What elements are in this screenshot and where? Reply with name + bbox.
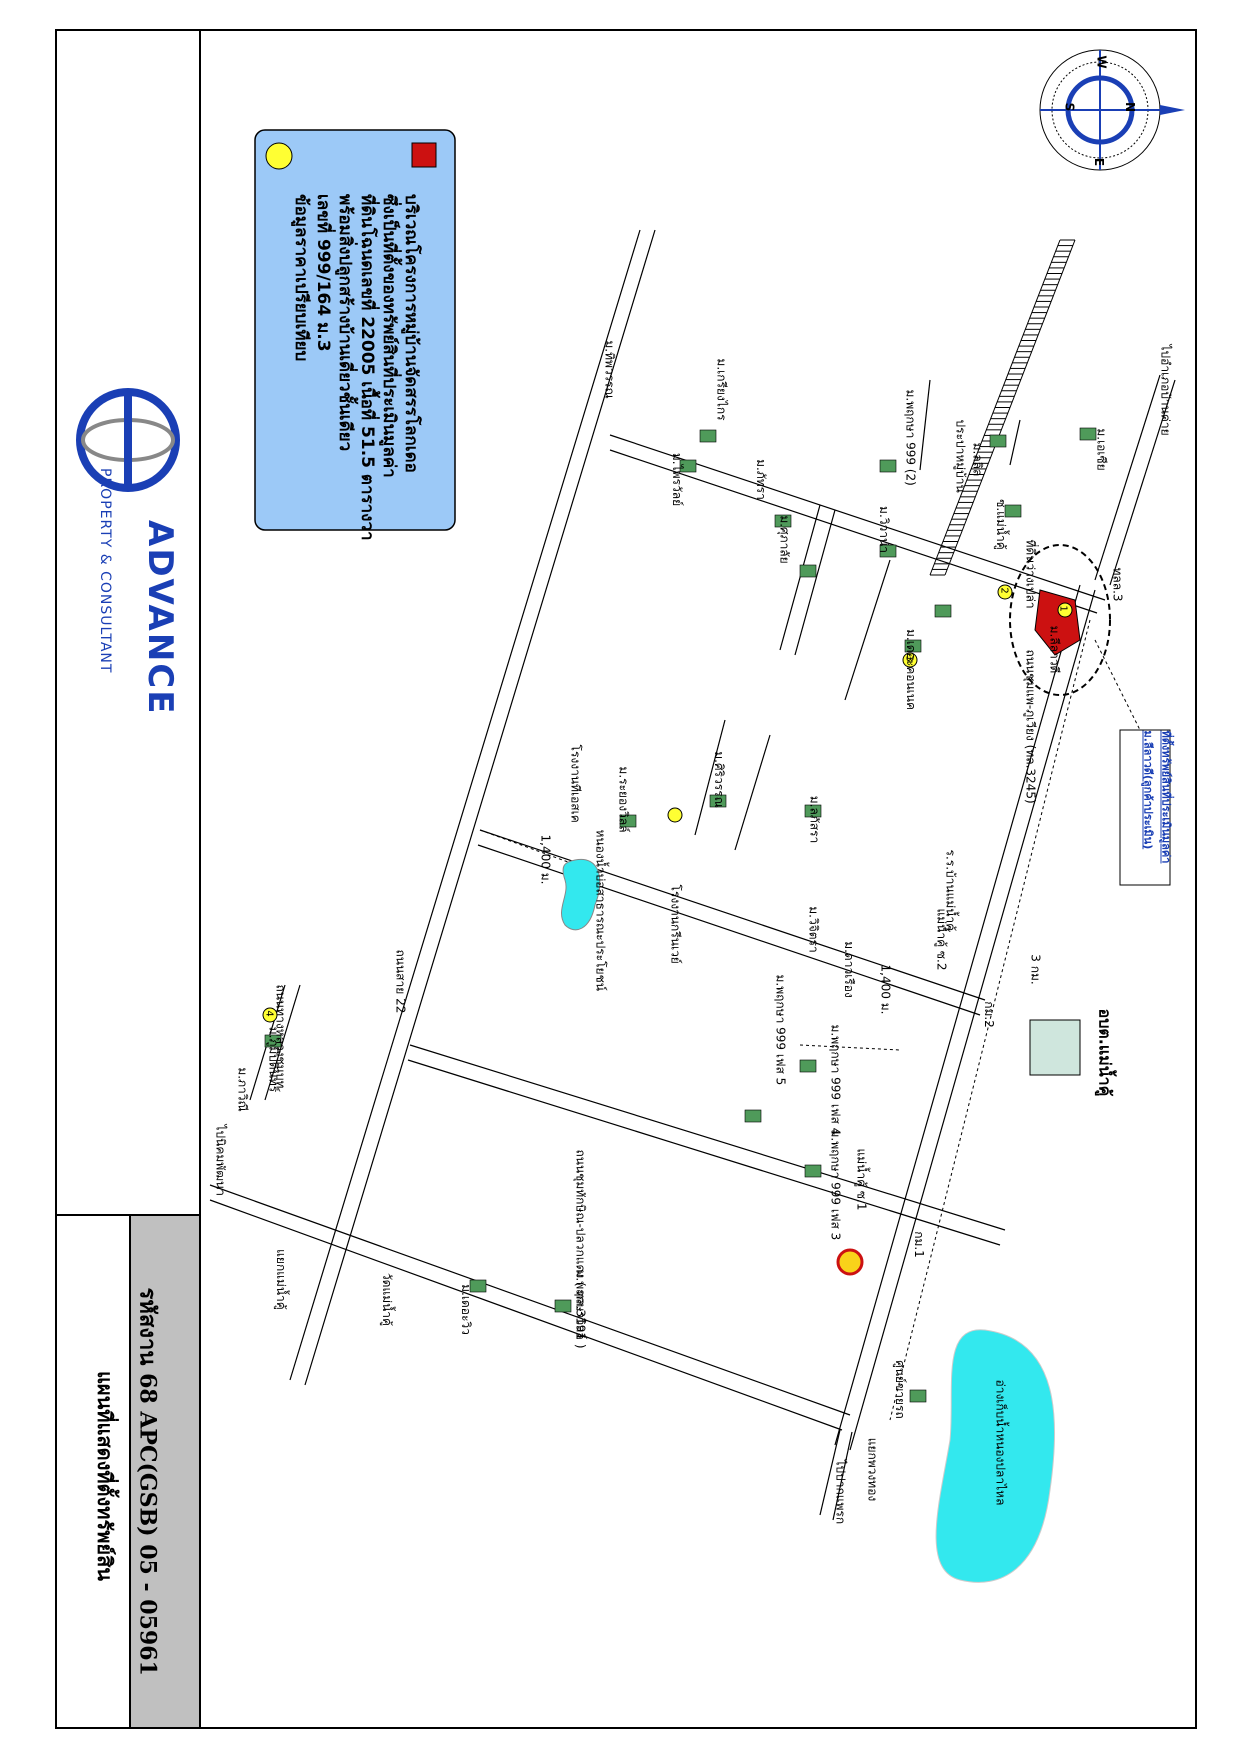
- label-village-7: ม.เดอะคอนเนค: [904, 628, 919, 711]
- label-village-19: ม.ระยองวิลล์: [616, 766, 631, 833]
- dist-1400-a: 1,400 ม.: [538, 834, 553, 885]
- legend-subject-3: ที่ดินโฉนดเลขที่ 22005 เนื้อที่ 51.5 ตาร…: [357, 194, 377, 541]
- label-village-10: ม.ภัทรา: [753, 459, 768, 500]
- company-tagline: PROPERTY & CONSULTANT: [97, 468, 113, 674]
- label-village-0: ม.ลีลาวดี: [1047, 625, 1062, 674]
- compass-w: W: [1094, 55, 1109, 69]
- label-junction-0: แยกแม่น้ำคู้: [273, 1249, 288, 1310]
- label-village-3: ม.พฤกษาวิลล์: [573, 1269, 588, 1340]
- legend-comparable-swatch: [265, 142, 293, 170]
- road-to-north: ไปอำเภอบ้านค่าย: [1158, 344, 1173, 436]
- label-pond: หนองน้ำบ่อสาธารณะประโยชน์: [593, 829, 608, 991]
- compass-e: E: [1092, 157, 1107, 167]
- subject-ring: [1009, 544, 1111, 696]
- marker-2: 2: [998, 587, 1010, 594]
- legend-subject-1: บริเวณโครงการหมู่บ้านจัดสรรโลกเดอ: [401, 194, 421, 473]
- label-shop: ศูนย์ขายรถ: [892, 1360, 907, 1419]
- comparable-markers: [262, 584, 1073, 1023]
- label-village-12: ม.พฤกษา 999 (2): [903, 389, 918, 486]
- compass: [1039, 49, 1185, 171]
- legend-panel: [254, 129, 456, 531]
- legend-subject-swatch: [411, 142, 437, 168]
- callout-text: ที่ตั้งทรัพย์สินที่ประเมินมูลค่า ม.ลีลาว…: [1140, 731, 1176, 886]
- legend-subject-5: เลขที่ 999/164 ม.3: [313, 194, 333, 352]
- road-to-south: ไปปากแพรก: [833, 1459, 848, 1525]
- road-main: ถนนชุมแพ-ภูเวียง (ทล.3245): [1023, 649, 1038, 804]
- office-icon: [1029, 1019, 1081, 1076]
- label-village-11: ม.ศุภาลัย: [777, 515, 792, 564]
- code-line: รหัสงาน 68 APC(GSB) 05 - 05961: [131, 1287, 166, 1676]
- company-name: ADVANCE: [140, 520, 180, 716]
- road-22: ถนนสาย 22: [393, 949, 408, 1014]
- road-bangkok: ทลล.3: [1110, 567, 1125, 602]
- compass-s: S: [1062, 102, 1077, 112]
- label-factory-1: โรงงานกรีนเวย์: [668, 884, 683, 964]
- label-village-14: ม.ไพรวัลย์: [670, 452, 685, 507]
- label-village-2: ม.เดอะวิว: [458, 1284, 473, 1335]
- label-village-9: ม.วิวาน่า: [876, 506, 891, 553]
- label-soi-1: แม่น้ำคู้ ซ.1: [854, 1148, 869, 1211]
- label-office: อบต.แม่น้ำคู้: [1095, 1008, 1115, 1097]
- label-village-8: ม.ลลิล: [970, 442, 985, 477]
- marker-1: 1: [1057, 605, 1069, 612]
- callout-leader: [1094, 639, 1141, 731]
- dist-1400-b: 1,400 ม.: [878, 964, 893, 1015]
- title-block-gray: [129, 1214, 201, 1729]
- company-logo: [76, 388, 180, 492]
- legend-comparable: ข้อมูลราคาเปรียบเทียบ: [291, 194, 311, 362]
- map-title: แผนที่แสดงที่ตั้งทรัพย์สิน: [93, 1371, 117, 1581]
- compass-n: N: [1123, 101, 1138, 113]
- label-factory-0: โรงงานทีเอสเค: [568, 744, 583, 823]
- label-water: ประปาหมู่บ้าน: [953, 419, 968, 493]
- label-village-6: ม.พฤกษา 999 เฟส 5: [773, 974, 788, 1086]
- label-village-18: ม.ศิริวรรณ: [711, 751, 726, 808]
- label-temple: วัดแม่น้ำคู้: [380, 1272, 395, 1327]
- label-school: ร.ร.บ้านแม่น้ำคู้: [943, 849, 958, 932]
- label-junction-1: แยกพวงทอง: [865, 1437, 880, 1502]
- label-land: ที่ดินว่างเปล่า: [1023, 539, 1038, 609]
- label-village-20: ม.วิจิตรา: [806, 906, 821, 953]
- legend-subject-4: พร้อมสิ่งปลูกสร้างบ้านเดี่ยวชั้นเดียว: [335, 194, 355, 452]
- road-km-distance: 3 กม.: [1028, 954, 1043, 985]
- code-label: รหัสงาน: [134, 1287, 161, 1366]
- label-village-17: ม.ลภัสรา: [807, 795, 822, 844]
- code-value: 68 APC(GSB) 05 - 05961: [134, 1373, 161, 1676]
- marker-3: 3: [903, 655, 915, 662]
- label-village-15: ม.ทิพวรรณ: [602, 340, 617, 399]
- callout-box: [1119, 729, 1171, 886]
- lake: [935, 1329, 1056, 1583]
- road-to-sw: ไปนิคมพัฒนา: [213, 1124, 228, 1196]
- label-village-13: ม.เอเซีย: [1094, 428, 1109, 471]
- outer-frame: [55, 29, 1197, 1729]
- callout-line-1: ที่ตั้งทรัพย์สินที่ประเมินมูลค่า: [1159, 730, 1173, 864]
- road-km1: กม.1: [911, 1231, 926, 1258]
- label-village-16: ม.เกรียงไกร: [714, 358, 729, 421]
- callout-line-2: ม.ลีลาวดี(ลูกค้าประเมิน): [1141, 730, 1155, 850]
- legend-subject-2: ซึ่งเป็นที่ตั้งของทรัพย์สินที่ประเมินมูล…: [379, 194, 399, 478]
- label-lake: อ่างเก็บน้ำหนองปลาไหล: [993, 1379, 1008, 1506]
- label-village-21: ม.ดาวเรือง: [841, 941, 856, 998]
- road-km2: กม.2: [981, 1001, 996, 1028]
- legend-text: บริเวณโครงการหมู่บ้านจัดสรรโลกเดอ ซึ่งเป…: [290, 194, 422, 574]
- label-village-1: ม.ภูมิบดินทร์: [266, 1026, 281, 1093]
- pond: [560, 858, 601, 931]
- shell-icon: [836, 1248, 864, 1276]
- village-icons: [264, 427, 1097, 1403]
- railway-ties: [930, 239, 1075, 576]
- label-village-22: ม.ภาวิณี: [235, 1067, 250, 1112]
- label-village-5: ม.พฤกษา 999 เฟส 4: [828, 1024, 843, 1136]
- marker-4: 4: [263, 1010, 275, 1017]
- label-soi-0: ซ.แม่น้ำคู้: [993, 499, 1008, 550]
